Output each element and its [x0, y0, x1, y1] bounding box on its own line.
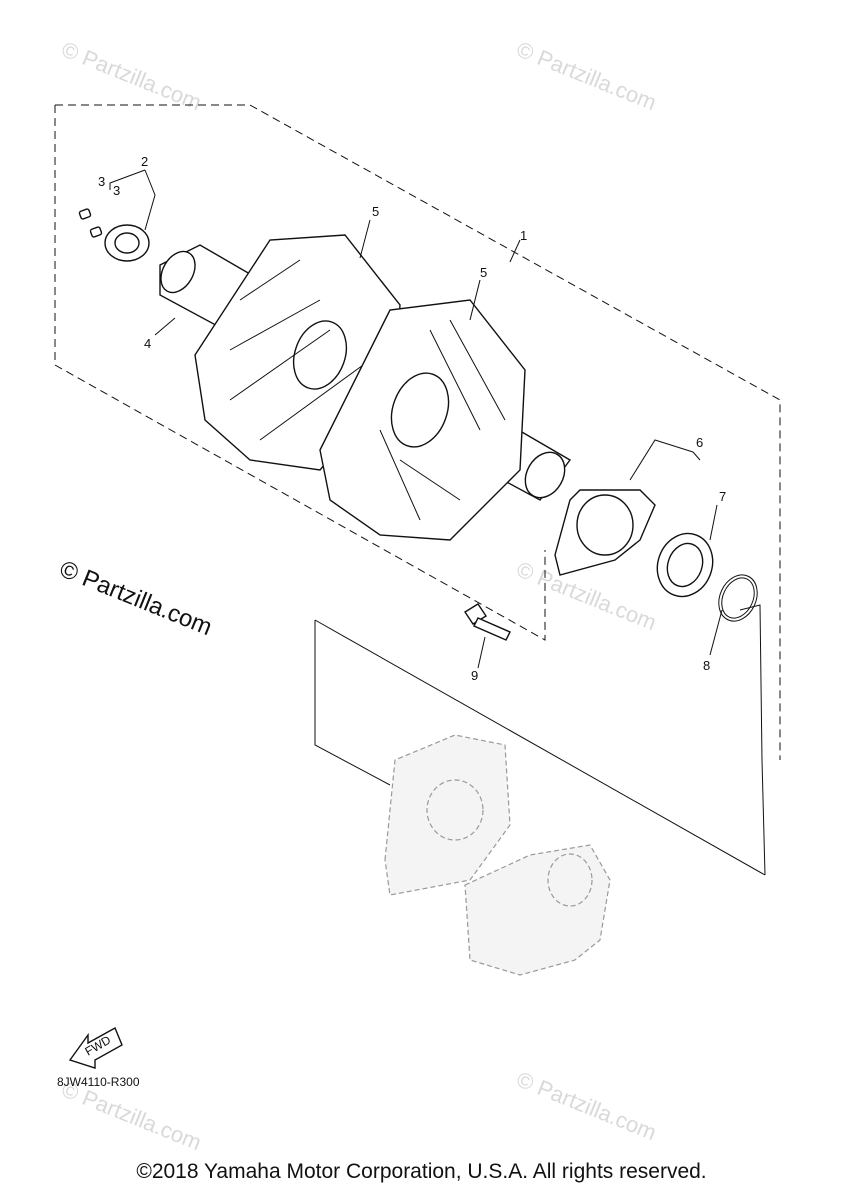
circlip-part: [718, 574, 758, 622]
callout-number: 5: [480, 265, 487, 280]
watermark: © Partzilla.com: [58, 36, 205, 115]
sprocket-part: [319, 299, 526, 541]
callout-number: 3: [113, 183, 120, 198]
fwd-arrow-icon: FWD: [68, 1027, 123, 1069]
callout-number: 4: [144, 336, 151, 351]
caliper-guide-lines: [314, 604, 766, 876]
callout-number: 6: [696, 435, 703, 450]
copyright-notice: ©2018 Yamaha Motor Corporation, U.S.A. A…: [136, 1160, 707, 1183]
watermark: © Partzilla.com: [513, 36, 660, 115]
callout-number: 7: [719, 489, 726, 504]
diagram-code: 8JW4110-R300: [57, 1075, 140, 1089]
callout-number: 3: [98, 174, 105, 189]
callout-number: 5: [372, 204, 379, 219]
pin-part: [78, 208, 103, 238]
callout-number: 8: [703, 658, 710, 673]
leader-lines: [109, 169, 723, 669]
housing-plate-part: [554, 489, 656, 576]
assembly-outline: [54, 104, 781, 760]
callout-number: 9: [471, 668, 478, 683]
callout-number: 1: [520, 228, 527, 243]
callout-number: 2: [141, 154, 148, 169]
caliper-housing-reference: [384, 734, 611, 976]
bolt-part: [464, 603, 511, 641]
watermark-main: © Partzilla.com: [56, 556, 216, 642]
bushing-part: [104, 224, 150, 262]
bearing-part: [656, 532, 714, 598]
watermark: © Partzilla.com: [513, 1066, 660, 1145]
